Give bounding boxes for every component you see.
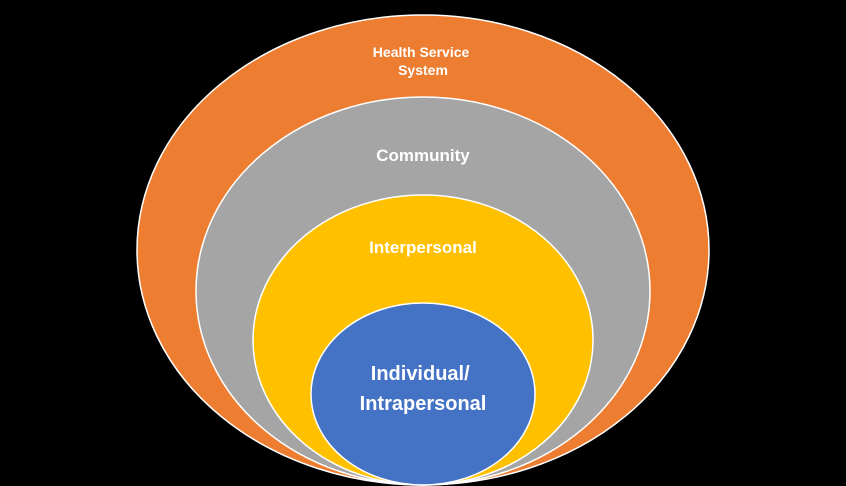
ring-individual-intrapersonal	[310, 302, 536, 486]
label-health-service-line-2: System	[398, 62, 448, 78]
label-health-service-line-1: Health Service	[373, 44, 470, 60]
label-community: Community	[376, 146, 470, 165]
label-individual-line-1: Individual/	[371, 363, 470, 385]
label-health-service-system: Health Service System	[373, 44, 473, 78]
label-interpersonal: Interpersonal	[369, 238, 477, 257]
label-individual-intrapersonal: Individual/ Intrapersonal	[360, 363, 487, 415]
label-individual-line-2: Intrapersonal	[360, 393, 487, 415]
